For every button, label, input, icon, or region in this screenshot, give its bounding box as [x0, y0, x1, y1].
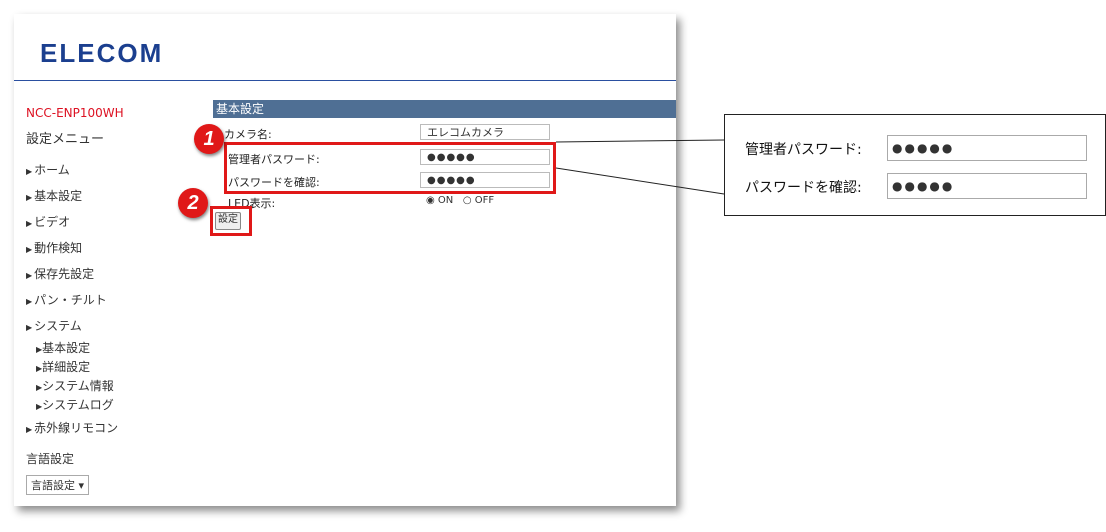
triangle-icon: ▶	[26, 425, 33, 434]
password-highlight-box	[224, 142, 556, 194]
sidebar-subitem-basic[interactable]: ▶基本設定	[26, 339, 206, 358]
led-radio-group: ◉ ON ○ OFF	[426, 195, 494, 206]
sidebar-item-label: ホーム	[34, 163, 70, 177]
triangle-icon: ▶	[26, 271, 33, 280]
sidebar-item-label: ビデオ	[34, 215, 71, 229]
sidebar-item-label: パン・チルト	[34, 293, 107, 307]
camera-name-input[interactable]: エレコムカメラ	[420, 124, 550, 140]
button-highlight-box	[210, 206, 252, 236]
sidebar-item-system[interactable]: ▶システム	[26, 313, 206, 339]
sidebar-item-label: 赤外線リモコン	[34, 421, 119, 435]
triangle-icon: ▶	[26, 219, 33, 228]
led-on-radio[interactable]: ◉ ON	[426, 195, 454, 206]
save-button[interactable]: 設定	[215, 212, 241, 230]
sidebar-item-motion[interactable]: ▶動作検知	[26, 235, 206, 261]
sidebar: NCC-ENP100WH 設定メニュー ▶ホーム ▶基本設定 ▶ビデオ ▶動作検…	[26, 106, 206, 495]
sidebar-item-label: 保存先設定	[34, 267, 95, 281]
sidebar-item-ir-remote[interactable]: ▶赤外線リモコン	[26, 415, 206, 441]
triangle-icon: ▶	[36, 402, 43, 411]
callout-confirm-password-label: パスワードを確認:	[745, 180, 862, 196]
triangle-icon: ▶	[26, 193, 33, 202]
triangle-icon: ▶	[36, 383, 43, 392]
triangle-icon: ▶	[36, 364, 43, 373]
step-2-badge: 2	[178, 188, 208, 218]
sidebar-item-pantilt[interactable]: ▶パン・チルト	[26, 287, 206, 313]
sidebar-item-home[interactable]: ▶ホーム	[26, 157, 206, 183]
admin-password-input[interactable]: ●●●●●	[420, 149, 550, 165]
sidebar-item-basic[interactable]: ▶基本設定	[26, 183, 206, 209]
callout-admin-password-label: 管理者パスワード:	[745, 142, 862, 158]
sidebar-item-label: システム	[34, 319, 82, 333]
sidebar-subitem-label: 詳細設定	[42, 360, 91, 374]
sidebar-subitem-label: システムログ	[42, 398, 114, 412]
sidebar-subitem-info[interactable]: ▶システム情報	[26, 377, 206, 396]
callout-confirm-password-input: ●●●●●	[887, 173, 1087, 199]
panel-title: 基本設定	[213, 100, 676, 118]
callout-admin-password-input: ●●●●●	[887, 135, 1087, 161]
elecom-logo: ELECOM	[40, 38, 164, 68]
triangle-icon: ▶	[26, 245, 33, 254]
language-select[interactable]: 言語設定 ▾	[26, 475, 90, 495]
language-select-value: 言語設定	[31, 479, 75, 492]
sidebar-item-video[interactable]: ▶ビデオ	[26, 209, 206, 235]
chevron-down-icon: ▾	[78, 479, 85, 492]
camera-name-label: カメラ名:	[224, 128, 272, 141]
password-callout: 管理者パスワード: ●●●●● パスワードを確認: ●●●●●	[724, 114, 1106, 216]
header-divider	[14, 80, 676, 81]
sidebar-item-label: 動作検知	[34, 241, 83, 255]
step-1-badge: 1	[194, 124, 224, 154]
confirm-password-input[interactable]: ●●●●●	[420, 172, 550, 188]
admin-password-label: 管理者パスワード:	[228, 153, 320, 166]
language-settings-title: 言語設定	[26, 452, 75, 466]
settings-menu-title: 設定メニュー	[26, 132, 105, 147]
model-name: NCC-ENP100WH	[26, 106, 124, 120]
triangle-icon: ▶	[26, 167, 33, 176]
sidebar-subitem-log[interactable]: ▶システムログ	[26, 396, 206, 415]
sidebar-subitem-label: 基本設定	[42, 341, 91, 355]
screenshot-frame: ELECOM NCC-ENP100WH 設定メニュー ▶ホーム ▶基本設定 ▶ビ…	[14, 14, 676, 506]
triangle-icon: ▶	[26, 323, 33, 332]
triangle-icon: ▶	[36, 345, 43, 354]
sidebar-item-storage[interactable]: ▶保存先設定	[26, 261, 206, 287]
sidebar-subitem-label: システム情報	[42, 379, 114, 393]
led-off-radio[interactable]: ○ OFF	[462, 195, 495, 206]
confirm-password-label: パスワードを確認:	[228, 176, 320, 189]
sidebar-item-label: 基本設定	[34, 189, 83, 203]
triangle-icon: ▶	[26, 297, 33, 306]
sidebar-subitem-advanced[interactable]: ▶詳細設定	[26, 358, 206, 377]
